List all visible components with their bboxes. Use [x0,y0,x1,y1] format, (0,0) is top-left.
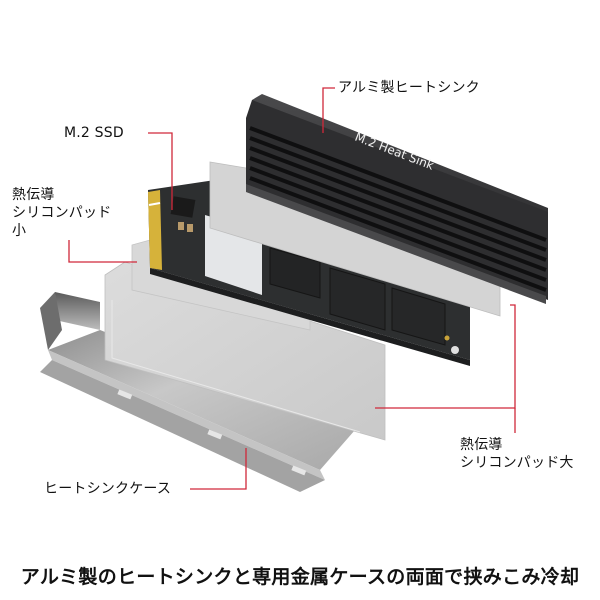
caption: アルミ製のヒートシンクと専用金属ケースの両面で挟みこみ冷却 [20,566,580,588]
label-pad-large-line2: シリコンパッド大 [460,455,574,471]
label-pad-small-line3: 小 [12,223,27,239]
label-m2-ssd: M.2 SSD [64,125,124,141]
leader-lines [68,87,516,490]
label-pad-small: 熱伝導 シリコンパッド 小 [12,186,111,240]
label-pad-large: 熱伝導 シリコンパッド大 [460,436,574,472]
leader-pad-large [375,304,516,409]
label-aluminum-heat-sink: アルミ製ヒートシンク [338,80,480,96]
label-heat-sink-case: ヒートシンクケース [44,481,172,497]
label-pad-large-line1: 熱伝導 [460,437,503,453]
label-pad-small-line1: 熱伝導 [12,187,55,203]
leader-heat-sink [322,87,335,133]
leader-ssd [148,132,173,210]
label-pad-small-line2: シリコンパッド [12,205,112,221]
aluminum-heat-sink: M.2 Heat Sink [246,94,548,304]
thermal-pad-large [104,261,386,441]
leader-case [190,448,247,490]
leader-pad-small [68,240,137,263]
